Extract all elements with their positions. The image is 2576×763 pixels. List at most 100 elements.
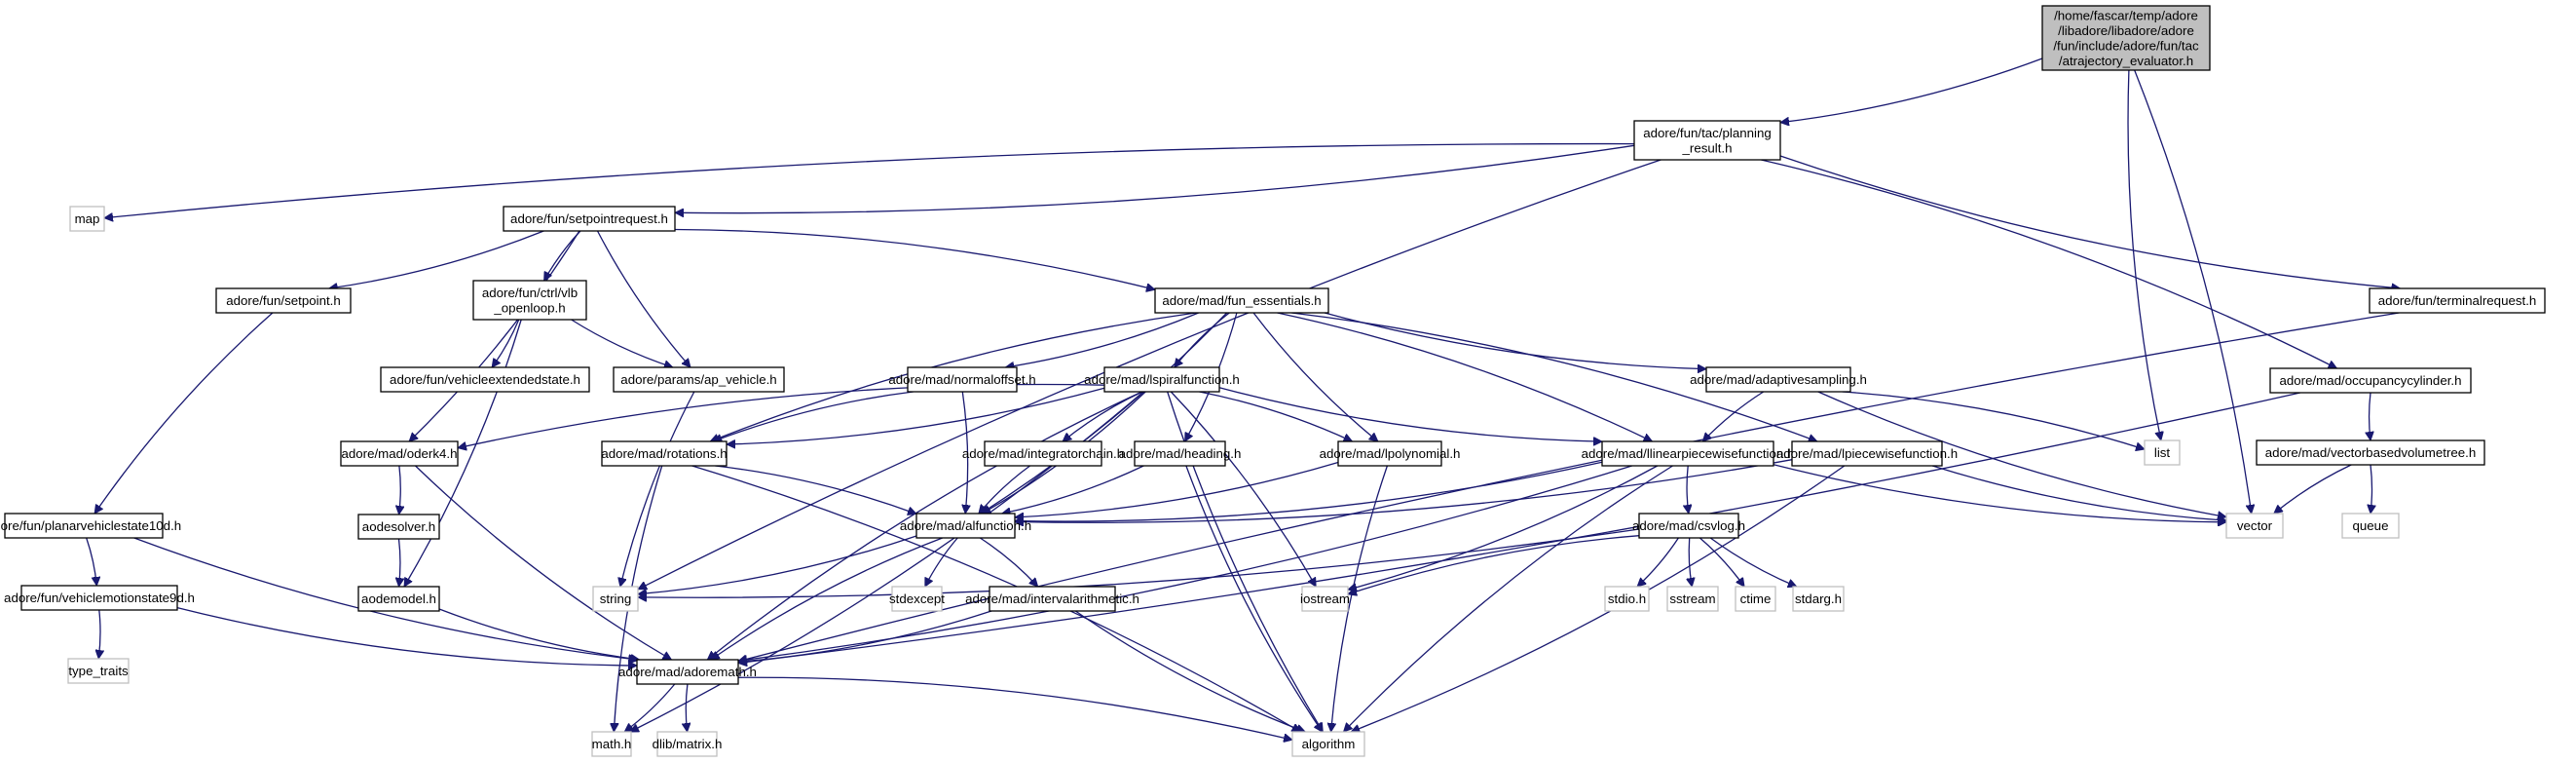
node-label: adore/mad/llinearpiecewisefunction.h xyxy=(1582,446,1795,461)
edge-alfunction-to-string xyxy=(638,535,917,594)
edge-planarvehiclestate10d-to-vehiclemotionstate9d xyxy=(86,537,97,586)
edge-adaptivesampling-to-vector xyxy=(1817,391,2226,517)
node-setpoint[interactable]: adore/fun/setpoint.h xyxy=(215,287,352,314)
node-algorithm: algorithm xyxy=(1291,731,1365,757)
edge-occupancycylinder-to-vectorbasedvolumetree xyxy=(2370,392,2371,440)
edge-setpointrequest-to-fun_essentials xyxy=(674,228,1155,290)
node-vectorbasedvolumetree[interactable]: adore/mad/vectorbasedvolumetree.h xyxy=(2256,439,2485,466)
node-box xyxy=(357,586,440,612)
edge-csvlog-to-sstream xyxy=(1689,537,1692,587)
node-box xyxy=(1735,586,1776,612)
node-aodemodel[interactable]: aodemodel.h xyxy=(357,586,440,612)
node-label: /home/fascar/temp/adore xyxy=(2054,8,2198,22)
edge-lpolynomial-to-alfunction xyxy=(1015,461,1339,517)
node-planning_result[interactable]: adore/fun/tac/planning_result.h xyxy=(1633,120,1781,161)
node-occupancycylinder[interactable]: adore/mad/occupancycylinder.h xyxy=(2269,367,2472,394)
edge-vlb_openloop-to-aodemodel xyxy=(403,319,522,587)
node-label: iostream xyxy=(1300,591,1350,606)
node-label: stdexcept xyxy=(889,591,945,606)
node-label: adore/fun/vehiclemotionstate9d.h xyxy=(4,591,195,605)
node-box xyxy=(503,206,676,232)
node-llinearpiecewisefunction[interactable]: adore/mad/llinearpiecewisefunction.h xyxy=(1582,440,1795,467)
node-oderk4[interactable]: adore/mad/oderk4.h xyxy=(340,440,459,467)
node-box xyxy=(1638,513,1739,539)
node-box xyxy=(1154,287,1329,314)
node-lpolynomial[interactable]: adore/mad/lpolynomial.h xyxy=(1320,440,1461,467)
node-setpointrequest[interactable]: adore/fun/setpointrequest.h xyxy=(503,206,676,232)
edge-vehiclemotionstate9d-to-type_traits xyxy=(98,609,100,659)
edge-alfunction-to-stdexcept xyxy=(924,537,958,587)
node-label: ctime xyxy=(1740,591,1772,606)
node-aodesolver[interactable]: aodesolver.h xyxy=(357,514,440,540)
node-box xyxy=(2269,367,2472,394)
node-vlb_openloop[interactable]: adore/fun/ctrl/vlb_openloop.h xyxy=(472,280,587,321)
node-box xyxy=(1601,440,1774,467)
node-ap_vehicle[interactable]: adore/params/ap_vehicle.h xyxy=(613,366,785,393)
node-box xyxy=(1633,120,1781,161)
node-label: adore/mad/vectorbasedvolumetree.h xyxy=(2265,445,2477,460)
node-box xyxy=(601,440,728,467)
edge-heading-to-algorithm xyxy=(1185,465,1323,732)
node-heading[interactable]: adore/mad/heading.h xyxy=(1119,440,1242,467)
node-box xyxy=(592,586,639,612)
node-box xyxy=(1604,586,1650,612)
edge-csvlog-to-iostream xyxy=(1348,535,1640,594)
node-box xyxy=(591,731,632,757)
node-adoremath[interactable]: adore/mad/adoremath.h xyxy=(618,659,757,685)
node-intervalarithmetic[interactable]: adore/mad/intervalarithmetic.h xyxy=(965,586,1139,612)
node-box xyxy=(2256,439,2485,466)
edges-layer xyxy=(86,57,2401,740)
node-label: algorithm xyxy=(1302,737,1356,751)
node-label: /fun/include/adore/fun/tac xyxy=(2053,38,2199,53)
node-root[interactable]: /home/fascar/temp/adore/libadore/libador… xyxy=(2041,5,2211,71)
node-terminalrequest[interactable]: adore/fun/terminalrequest.h xyxy=(2369,287,2546,314)
node-label: adore/mad/integratorchain.h xyxy=(962,446,1124,461)
edge-lspiralfunction-to-llinearpiecewisefunction xyxy=(1218,387,1602,441)
node-box xyxy=(915,513,1016,539)
edge-planning_result-to-occupancycylinder xyxy=(1761,159,2336,369)
node-box xyxy=(1705,366,1851,393)
node-csvlog[interactable]: adore/mad/csvlog.h xyxy=(1632,513,1745,539)
node-type_traits: type_traits xyxy=(67,658,130,684)
edge-adaptivesampling-to-llinearpiecewisefunction xyxy=(1702,391,1765,441)
node-label: adore/mad/oderk4.h xyxy=(341,446,457,461)
edge-llinearpiecewisefunction-to-iostream xyxy=(1348,465,1659,590)
edge-lpiecewisefunction-to-algorithm xyxy=(1351,465,1846,732)
node-label: adore/mad/adoremath.h xyxy=(618,665,757,679)
node-box xyxy=(984,440,1102,467)
edge-lspiralfunction-to-lpolynomial xyxy=(1199,391,1353,441)
node-planarvehiclestate10d[interactable]: adore/fun/planarvehiclestate10d.h xyxy=(0,513,181,539)
nodes-layer: /home/fascar/temp/adore/libadore/libador… xyxy=(0,5,2546,757)
node-label: adore/params/ap_vehicle.h xyxy=(620,372,776,387)
node-label: adore/mad/csvlog.h xyxy=(1632,518,1745,533)
node-vehiclemotionstate9d[interactable]: adore/fun/vehiclemotionstate9d.h xyxy=(4,585,195,611)
node-list: list xyxy=(2144,439,2181,466)
node-fun_essentials[interactable]: adore/mad/fun_essentials.h xyxy=(1154,287,1329,314)
node-label: queue xyxy=(2353,518,2389,533)
edge-fun_essentials-to-lpiecewisefunction xyxy=(1291,312,1817,441)
edge-alfunction-to-adoremath xyxy=(711,537,943,660)
edge-root-to-vector xyxy=(2134,69,2252,514)
node-normaloffset[interactable]: adore/mad/normaloffset.h xyxy=(888,366,1036,393)
node-box xyxy=(2041,5,2211,71)
edge-lpolynomial-to-algorithm xyxy=(1331,465,1389,732)
node-lpiecewisefunction[interactable]: adore/mad/lpiecewisefunction.h xyxy=(1776,440,1958,467)
edge-fun_essentials-to-llinearpiecewisefunction xyxy=(1277,312,1653,441)
node-label: adore/fun/tac/planning xyxy=(1643,126,1772,140)
node-box xyxy=(357,514,440,540)
node-box xyxy=(2341,513,2400,539)
node-integratorchain[interactable]: adore/mad/integratorchain.h xyxy=(962,440,1124,467)
edge-llinearpiecewisefunction-to-algorithm xyxy=(1344,465,1673,732)
edge-oderk4-to-aodesolver xyxy=(399,465,401,515)
node-label: adore/fun/terminalrequest.h xyxy=(2378,293,2537,308)
edge-fun_essentials-to-adaptivesampling xyxy=(1324,312,1706,369)
node-lspiralfunction[interactable]: adore/mad/lspiralfunction.h xyxy=(1084,366,1240,393)
node-alfunction[interactable]: adore/mad/alfunction.h xyxy=(900,513,1031,539)
node-label: /atrajectory_evaluator.h xyxy=(2059,54,2193,68)
node-rotations[interactable]: adore/mad/rotations.h xyxy=(601,440,728,467)
edge-alfunction-to-intervalarithmetic xyxy=(979,537,1037,587)
node-label: adore/mad/adaptivesampling.h xyxy=(1690,372,1867,387)
node-vehicleextendedstate[interactable]: adore/fun/vehicleextendedstate.h xyxy=(380,366,590,393)
node-adaptivesampling[interactable]: adore/mad/adaptivesampling.h xyxy=(1690,366,1867,393)
node-label: adore/mad/fun_essentials.h xyxy=(1162,293,1321,308)
